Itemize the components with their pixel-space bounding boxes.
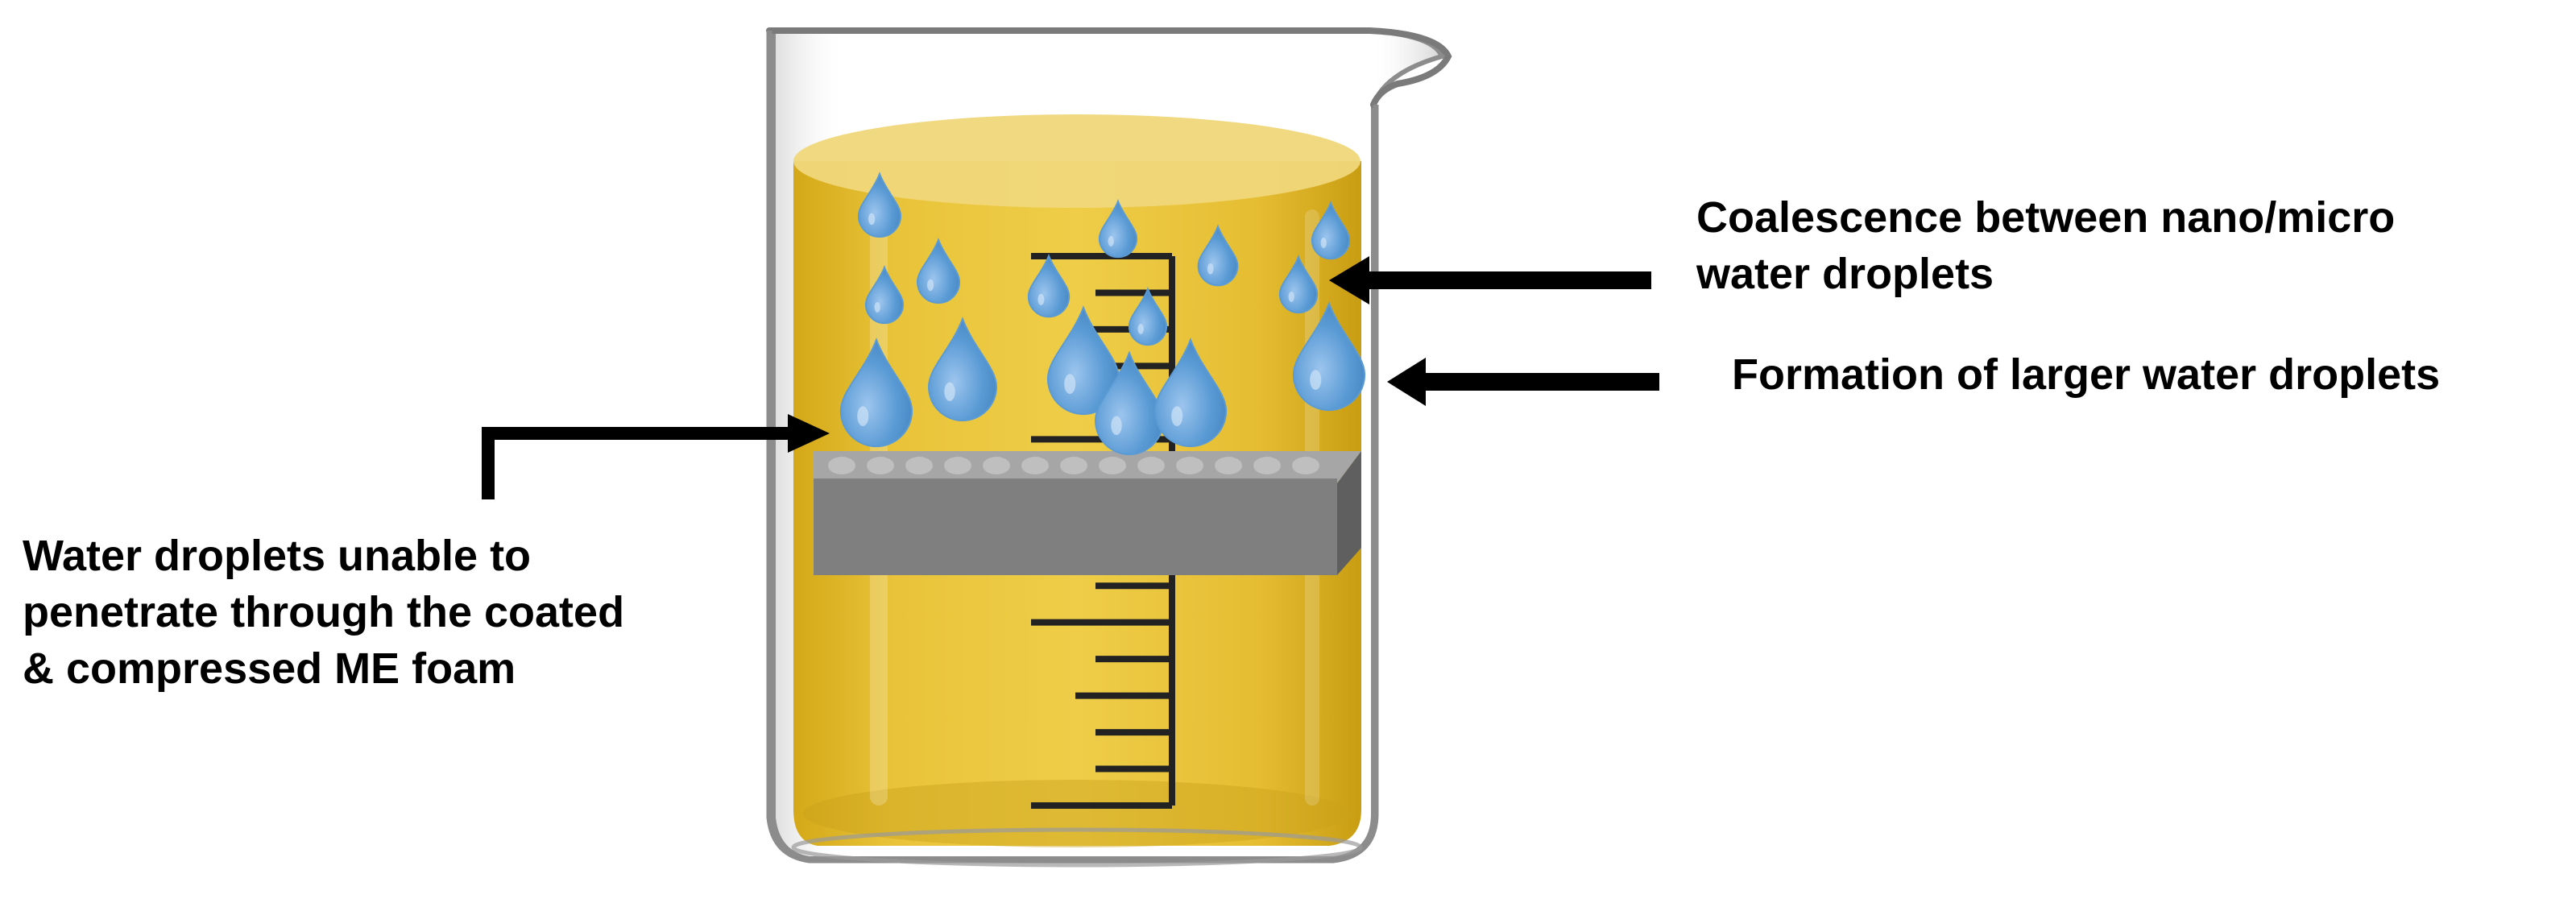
water-droplet-icon [857, 172, 902, 238]
arrow-blocked [482, 414, 830, 499]
water-droplet-icon [1098, 199, 1138, 259]
arrow-formation [1387, 358, 1659, 406]
label-coalescence-line-1: Coalescence between nano/micro [1696, 193, 2396, 242]
foam-pore [1215, 457, 1242, 474]
foam-pore [1292, 457, 1319, 474]
label-blocked-line-3: & compressed ME foam [23, 644, 516, 693]
water-droplet-icon [1311, 201, 1351, 260]
water-droplet-icon [927, 317, 998, 421]
foam-pore [867, 457, 894, 474]
foam-pore [1021, 457, 1049, 474]
label-blocked-line-2: penetrate through the coated [23, 588, 625, 636]
foam-pore [1253, 457, 1281, 474]
water-droplet-icon [1278, 255, 1319, 314]
foam-pore [1176, 457, 1203, 474]
label-blocked: Water droplets unable to penetrate throu… [23, 528, 624, 697]
foam-pore [944, 457, 971, 474]
label-blocked-line-1: Water droplets unable to [23, 532, 532, 580]
foam-pore [905, 457, 933, 474]
label-formation-line-1: Formation of larger water droplets [1732, 350, 2441, 399]
water-droplet-icon [1027, 253, 1071, 318]
water-droplet-icon [839, 338, 913, 448]
water-droplet-icon [1292, 301, 1366, 412]
foam-pore [828, 457, 855, 474]
foam-pore [1060, 457, 1087, 474]
foam-pores [828, 457, 1319, 474]
me-foam-block [814, 451, 1361, 575]
arrow-coalescence [1329, 256, 1651, 304]
foam-pore [1099, 457, 1126, 474]
oil-surface [793, 114, 1360, 208]
annotation-arrows [482, 256, 1659, 499]
water-droplet-icon [1046, 305, 1120, 416]
label-coalescence: Coalescence between nano/micro water dro… [1696, 189, 2395, 302]
label-coalescence-line-2: water droplets [1696, 250, 1994, 298]
beaker-rim [766, 27, 1452, 868]
foam-pore [1137, 457, 1165, 474]
label-formation: Formation of larger water droplets [1732, 346, 2440, 403]
water-droplet-icon [864, 265, 905, 325]
water-droplet-icon [916, 238, 961, 304]
water-droplet-icon [1153, 338, 1228, 448]
foam-side-face [1337, 451, 1361, 575]
water-droplets [839, 172, 1366, 455]
foam-front-face [814, 478, 1337, 575]
water-droplet-icon [1128, 287, 1168, 346]
water-droplet-icon [1197, 224, 1239, 287]
foam-pore [983, 457, 1010, 474]
